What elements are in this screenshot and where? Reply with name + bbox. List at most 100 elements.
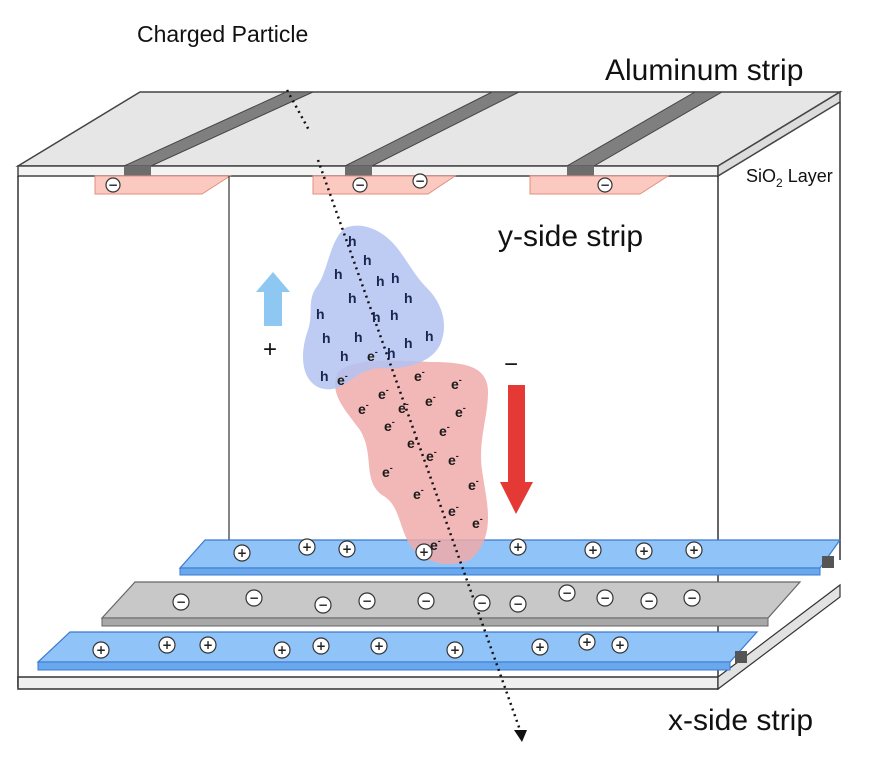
positive-charge: + bbox=[370, 637, 388, 655]
electron-cloud bbox=[335, 360, 488, 565]
svg-text:−: − bbox=[249, 591, 259, 605]
hole: h bbox=[391, 270, 400, 286]
hole: h bbox=[340, 348, 349, 364]
bottom-plate bbox=[17, 676, 719, 690]
negative-charge: − bbox=[596, 589, 614, 607]
hole: h bbox=[348, 233, 357, 249]
svg-text:+: + bbox=[302, 540, 312, 554]
svg-text:−: − bbox=[600, 178, 610, 192]
svg-text:−: − bbox=[176, 595, 186, 609]
svg-text:+: + bbox=[237, 546, 247, 560]
gray-strip-charges: − − − − − − − − − − − bbox=[172, 584, 701, 614]
hole: h bbox=[320, 368, 329, 384]
holes: h h h h h h h h h h h h h h h h h bbox=[316, 233, 434, 384]
svg-text:+: + bbox=[582, 635, 592, 649]
positive-charge: + bbox=[92, 641, 110, 659]
strip-end-cap bbox=[822, 556, 834, 568]
svg-text:+: + bbox=[689, 543, 699, 557]
positive-charge: + bbox=[338, 540, 356, 558]
positive-charge: + bbox=[578, 633, 596, 651]
electron: e- bbox=[414, 367, 425, 384]
electron: e- bbox=[378, 385, 389, 402]
negative-charge: − bbox=[172, 593, 190, 611]
svg-text:+: + bbox=[316, 639, 326, 653]
electron: e- bbox=[439, 422, 450, 439]
svg-text:+: + bbox=[419, 545, 429, 559]
electron: e- bbox=[407, 434, 418, 451]
electron: e- bbox=[358, 400, 369, 417]
svg-text:−: − bbox=[421, 594, 431, 608]
hole: h bbox=[348, 290, 357, 306]
electrons: e- e- e- e- e- e- e- e- e- e- e- e- e- e… bbox=[337, 347, 483, 553]
electron: e- bbox=[448, 502, 459, 519]
x-side-strip-label: x-side strip bbox=[668, 704, 813, 737]
electron-drift-arrow bbox=[500, 385, 533, 514]
particle-track-top bbox=[285, 89, 312, 133]
hole: h bbox=[372, 309, 381, 325]
electron: e- bbox=[398, 399, 409, 416]
negative-charge: − bbox=[473, 594, 491, 612]
negative-charge: − bbox=[412, 173, 428, 189]
aluminum-strip-edge bbox=[345, 166, 372, 176]
plus-sign: + bbox=[263, 336, 277, 363]
electron: e- bbox=[468, 476, 479, 493]
blue-strip-back-edge bbox=[179, 567, 821, 576]
positive-charge: + bbox=[273, 641, 291, 659]
strip-end-cap bbox=[735, 651, 747, 663]
negative-charge: − bbox=[597, 177, 613, 193]
svg-text:+: + bbox=[535, 640, 545, 654]
svg-text:+: + bbox=[639, 544, 649, 558]
back-strip-charges: + + + + + + + + bbox=[233, 538, 703, 562]
svg-text:−: − bbox=[108, 178, 118, 192]
svg-text:−: − bbox=[355, 178, 365, 192]
y-side-pad bbox=[94, 175, 232, 195]
positive-charge: + bbox=[685, 541, 703, 559]
svg-text:+: + bbox=[513, 540, 523, 554]
negative-charge: − bbox=[358, 592, 376, 610]
electron: e- bbox=[448, 451, 459, 468]
negative-charge: − bbox=[352, 177, 368, 193]
gray-strip-edge bbox=[101, 617, 769, 627]
aluminum-strip-edge bbox=[567, 166, 594, 176]
svg-text:−: − bbox=[477, 596, 487, 610]
electron: e- bbox=[455, 403, 466, 420]
negative-charge: − bbox=[105, 177, 121, 193]
svg-text:−: − bbox=[600, 591, 610, 605]
y-side-pad bbox=[312, 175, 457, 195]
charged-particle-label: Charged Particle bbox=[137, 21, 308, 47]
electron: e- bbox=[472, 514, 483, 531]
negative-charge: − bbox=[245, 589, 263, 607]
positive-charge: + bbox=[531, 638, 549, 656]
hole: h bbox=[404, 335, 413, 351]
negative-charge: − bbox=[640, 592, 658, 610]
negative-charge: − bbox=[509, 595, 527, 613]
aluminum-strip-label: Aluminum strip bbox=[605, 54, 803, 87]
svg-text:−: − bbox=[513, 597, 523, 611]
positive-charge: + bbox=[298, 538, 316, 556]
y-side-strip-label: y-side strip bbox=[498, 220, 643, 253]
aluminum-strip-edge bbox=[124, 166, 151, 176]
positive-charge: + bbox=[415, 543, 433, 561]
sio2-layer-label: SiO2 Layer bbox=[746, 166, 833, 190]
hole: h bbox=[322, 330, 331, 346]
svg-text:+: + bbox=[450, 643, 460, 657]
hole-drift-arrow bbox=[256, 272, 290, 326]
electron: e- bbox=[451, 375, 462, 392]
hole: h bbox=[363, 252, 372, 268]
electron: e- bbox=[430, 536, 441, 553]
negative-charge: − bbox=[417, 592, 435, 610]
svg-text:+: + bbox=[277, 643, 287, 657]
svg-text:+: + bbox=[615, 638, 625, 652]
negative-charge: − bbox=[558, 584, 576, 602]
svg-text:−: − bbox=[562, 586, 572, 600]
electron: e- bbox=[413, 485, 424, 502]
hole: h bbox=[425, 328, 434, 344]
svg-text:−: − bbox=[415, 174, 425, 188]
positive-charge: + bbox=[312, 637, 330, 655]
electron: e- bbox=[382, 463, 393, 480]
hole: h bbox=[376, 273, 385, 289]
electron: e- bbox=[337, 371, 348, 388]
svg-text:+: + bbox=[374, 639, 384, 653]
svg-text:−: − bbox=[362, 594, 372, 608]
electron: e- bbox=[426, 447, 437, 464]
